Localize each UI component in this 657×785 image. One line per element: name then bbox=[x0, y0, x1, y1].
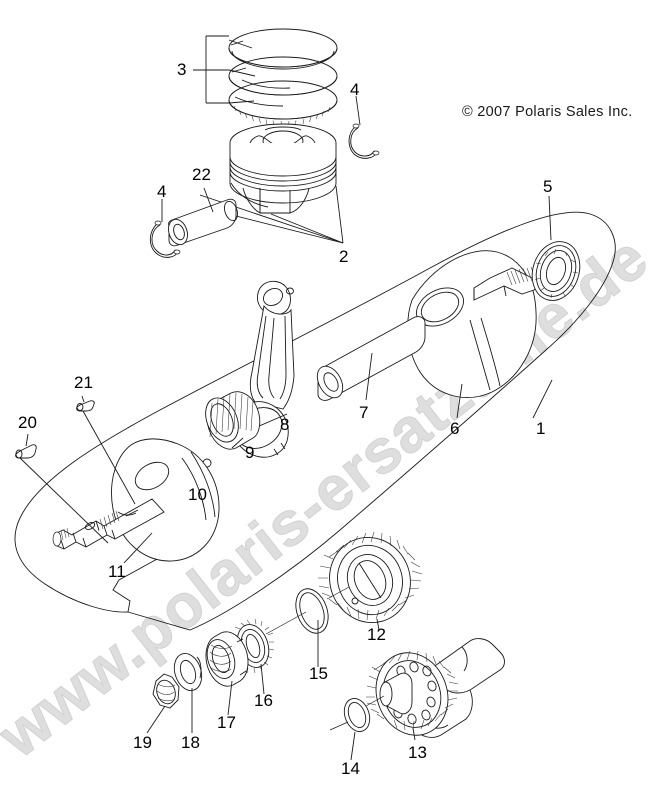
flat-washer-drawing bbox=[173, 653, 203, 733]
circlip-right-drawing bbox=[348, 95, 380, 159]
callout-label-8: 8 bbox=[280, 415, 290, 434]
callout-label-15: 15 bbox=[309, 664, 328, 683]
copyright-notice: © 2007 Polaris Sales Inc. bbox=[462, 104, 633, 120]
watermark-layer: www.polaris-ersatzteile.de bbox=[0, 222, 657, 772]
callout-label-18: 18 bbox=[181, 733, 200, 752]
callout-label-20: 20 bbox=[18, 413, 37, 432]
callout-label-4b: 4 bbox=[157, 182, 167, 201]
callout-label-3: 3 bbox=[177, 60, 187, 79]
crankshaft-assembly-outline bbox=[14, 211, 616, 631]
callout-label-4a: 4 bbox=[350, 80, 360, 99]
callout-label-10: 10 bbox=[188, 485, 207, 504]
callout-label-6: 6 bbox=[450, 419, 460, 438]
piston-pin-drawing bbox=[168, 187, 238, 247]
piston-drawing bbox=[229, 123, 337, 214]
callout-label-14: 14 bbox=[341, 759, 360, 778]
callout-label-16: 16 bbox=[254, 691, 273, 710]
drive-gear-drawing bbox=[318, 531, 423, 631]
callout-3-leader bbox=[193, 35, 256, 104]
circlip-left-drawing bbox=[149, 199, 181, 258]
hex-nut-drawing bbox=[146, 673, 180, 734]
callout-label-19: 19 bbox=[133, 733, 152, 752]
balance-shaft-drawing bbox=[366, 638, 505, 741]
callout-label-9: 9 bbox=[245, 443, 255, 462]
crank-web-left-drawing bbox=[52, 438, 220, 564]
thrust-washer-drawing bbox=[295, 586, 350, 667]
piston-ring-set-drawing bbox=[228, 28, 338, 127]
callout-label-7: 7 bbox=[359, 403, 369, 422]
watermark-text: www.polaris-ersatzteile.de bbox=[0, 223, 657, 772]
lock-nut-drawing bbox=[205, 631, 249, 716]
woodruff-keys-drawing bbox=[15, 395, 136, 544]
callout-label-11: 11 bbox=[108, 562, 126, 581]
crank-pin-drawing bbox=[316, 316, 426, 401]
crank-web-right-drawing bbox=[407, 195, 581, 419]
callout-label-2: 2 bbox=[339, 247, 349, 266]
callout-label-22: 22 bbox=[192, 165, 211, 184]
callout-label-13: 13 bbox=[408, 743, 427, 762]
lock-washer-drawing bbox=[230, 611, 307, 695]
callout-label-5: 5 bbox=[543, 177, 553, 196]
callout-label-17: 17 bbox=[217, 713, 236, 732]
callout-label-1: 1 bbox=[536, 419, 546, 438]
connecting-rod-drawing bbox=[230, 280, 295, 458]
ball-bearing-drawing bbox=[531, 195, 581, 301]
needle-bearing-drawing bbox=[205, 391, 261, 450]
callout-label-12: 12 bbox=[367, 625, 386, 644]
callout-label-21: 21 bbox=[74, 373, 93, 392]
balance-washer-drawing bbox=[329, 695, 385, 761]
